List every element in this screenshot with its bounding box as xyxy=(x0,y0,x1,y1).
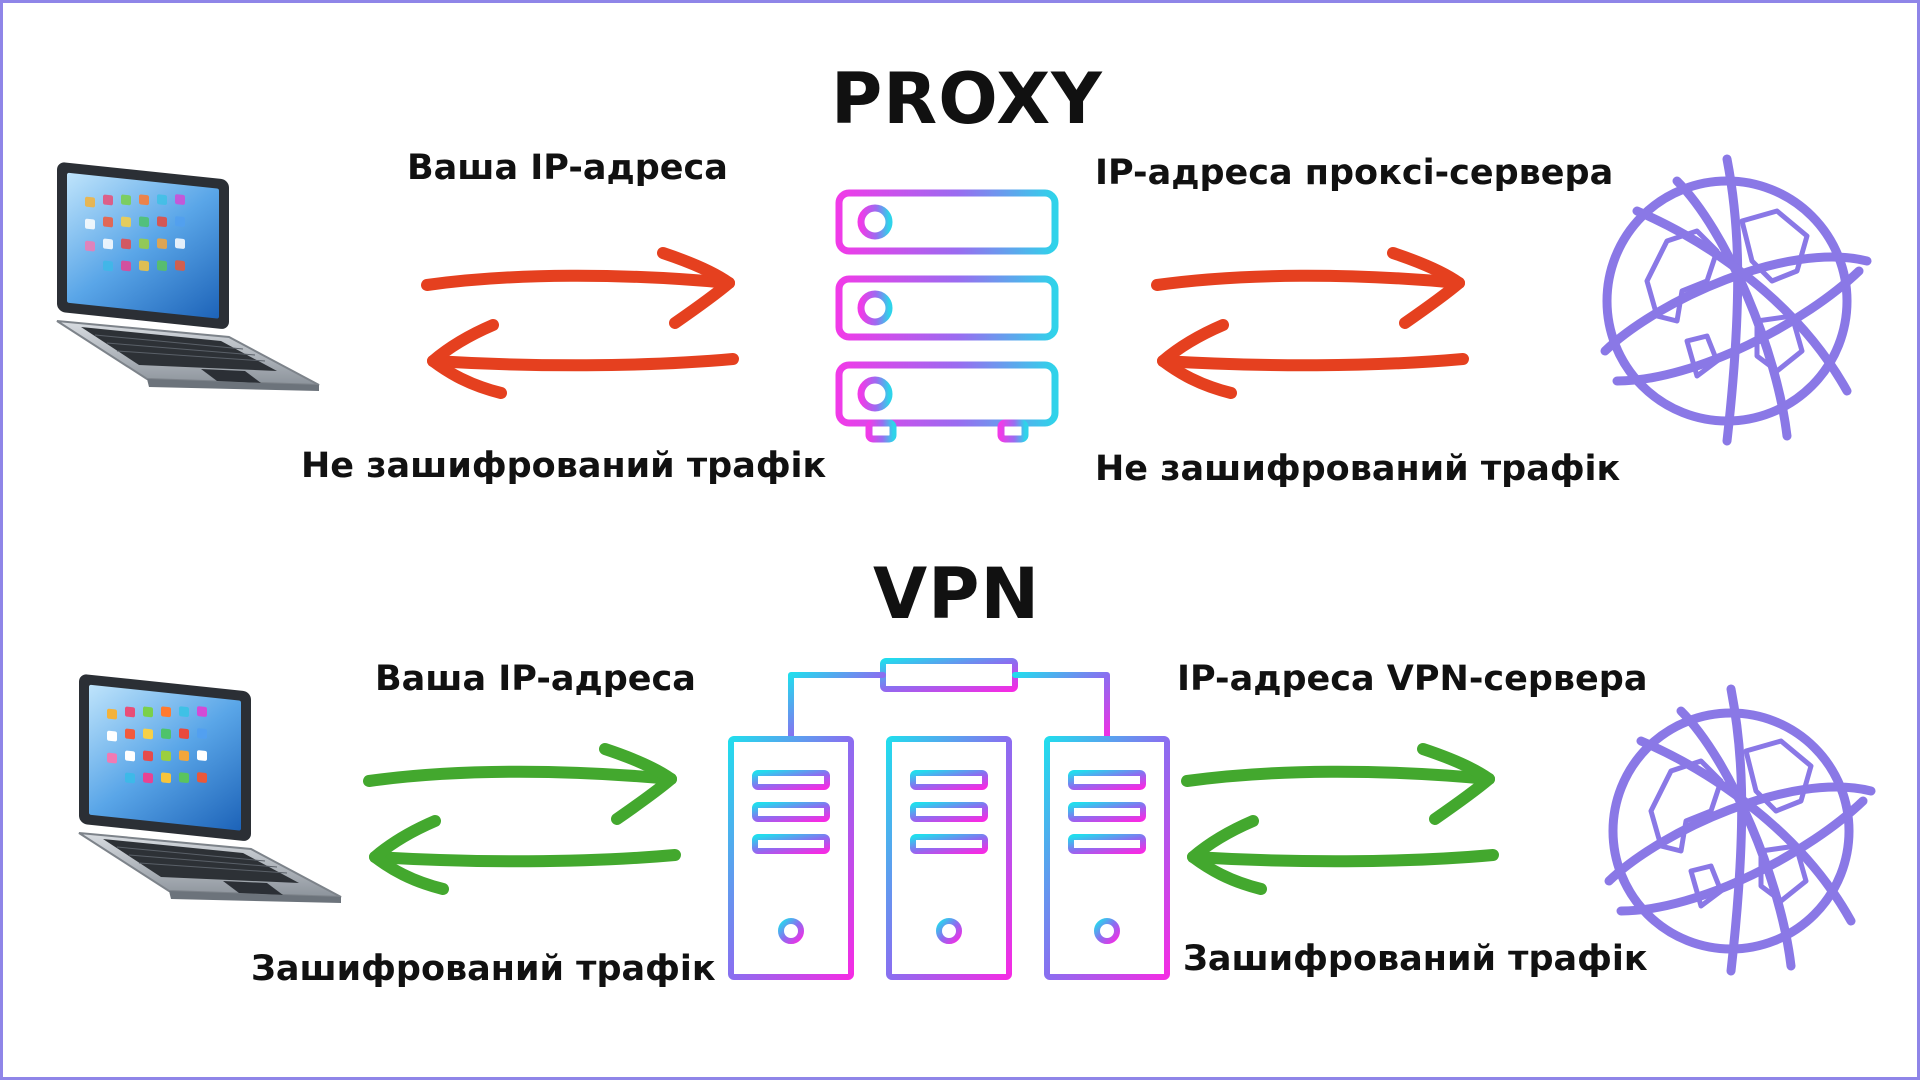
server-rack-icon xyxy=(835,189,1059,443)
proxy-title: PROXY xyxy=(831,58,1103,140)
arrow-to-vpn-icon xyxy=(363,743,677,825)
vpn-left-top-label: Ваша IP-адреса xyxy=(375,659,696,699)
arrow-from-internet-icon xyxy=(1157,319,1469,399)
proxy-left-top-label: Ваша IP-адреса xyxy=(407,148,728,188)
arrow-from-proxy-icon xyxy=(427,319,739,399)
vpn-right-top-label: IP-адреса VPN-сервера xyxy=(1177,659,1648,699)
proxy-left-bottom-label: Не зашифрований трафік xyxy=(301,446,827,486)
server-cluster-icon xyxy=(728,658,1170,980)
proxy-right-top-label: IP-адреса проксі-сервера xyxy=(1095,153,1614,193)
arrow-to-proxy-icon xyxy=(421,247,735,329)
vpn-title: VPN xyxy=(873,553,1041,635)
arrow-to-internet-icon xyxy=(1151,247,1465,329)
vpn-left-bottom-label: Зашифрований трафік xyxy=(251,949,716,989)
globe-icon xyxy=(1604,684,1876,976)
laptop-icon xyxy=(56,162,320,391)
arrow-from-vpn-icon xyxy=(369,815,681,895)
vpn-right-bottom-label: Зашифрований трафік xyxy=(1183,939,1648,979)
arrow-to-internet-icon xyxy=(1181,743,1495,825)
arrow-from-internet-icon xyxy=(1187,815,1499,895)
globe-icon xyxy=(1600,154,1872,446)
laptop-icon xyxy=(78,674,342,903)
proxy-right-bottom-label: Не зашифрований трафік xyxy=(1095,449,1621,489)
